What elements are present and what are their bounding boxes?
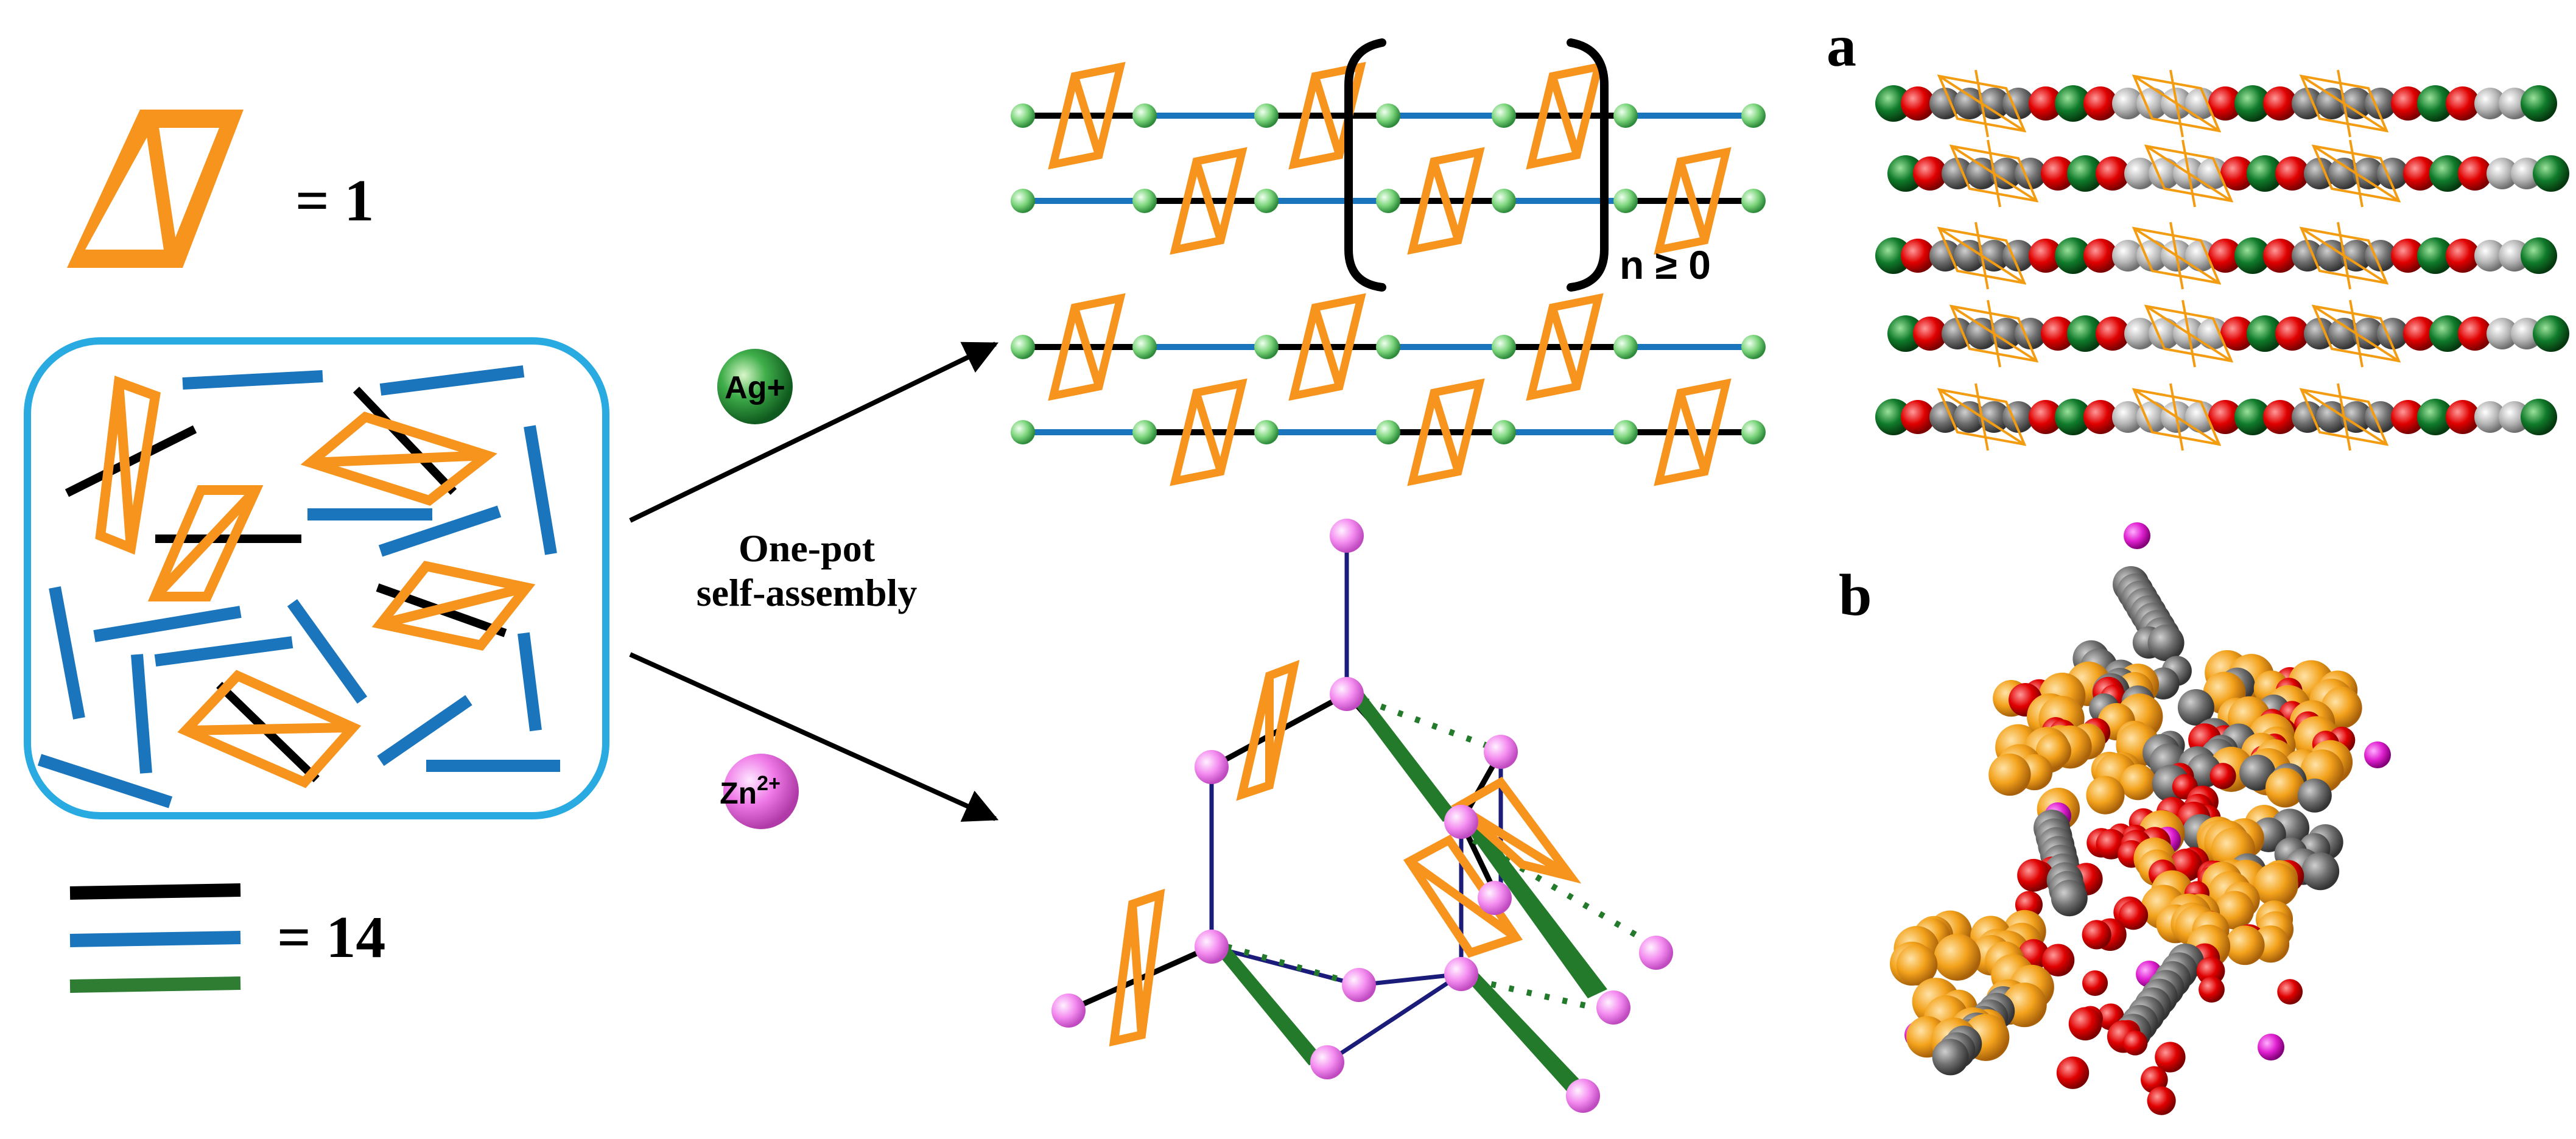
- ag-chain-ligand: [1048, 61, 1126, 170]
- packing-row: [1875, 222, 2557, 290]
- ag-node: [1741, 103, 1766, 128]
- framework-ligands: [1109, 659, 1582, 1047]
- silver-ion-label: Ag+: [725, 370, 785, 405]
- ag-node: [1376, 335, 1400, 359]
- packing-row: [1875, 383, 2557, 451]
- ag-chain-row: [1011, 147, 1766, 255]
- panel-b-framework-spacefill: [1890, 522, 2391, 1115]
- ag-chain-ligand: [1048, 293, 1126, 401]
- ag-node: [1254, 103, 1279, 128]
- panel-a-crystal-packing: [1875, 69, 2569, 451]
- ag-chain-ligand: [1654, 378, 1732, 486]
- silver-ion: Ag+: [717, 349, 793, 424]
- ag-chain-ligand: [1170, 147, 1248, 255]
- repeat-unit-label: n ≥ 0: [1620, 242, 1711, 287]
- arrow-to-ag-chain: [629, 342, 999, 523]
- framework-hbond-dashes: [1226, 697, 1658, 1014]
- framework-edges: [1209, 536, 1503, 1064]
- ag-chain-ligand: [1526, 293, 1604, 401]
- linker-14-legend: = 14: [69, 883, 385, 993]
- ag-node: [1376, 420, 1400, 444]
- reaction-arrows: Ag+ One-pot self-assembly Zn2+: [629, 342, 999, 829]
- packing-row: [1887, 139, 2569, 208]
- ag-node: [1613, 189, 1638, 213]
- mixture-ligands: [95, 376, 536, 788]
- ligand-1-label: = 1: [295, 168, 374, 234]
- ag-node: [1011, 420, 1035, 444]
- ligand-1-legend: = 1: [67, 110, 374, 268]
- ag-node: [1132, 189, 1157, 213]
- ag-chain-ligand: [1288, 293, 1366, 401]
- ag-node: [1132, 335, 1157, 359]
- zn-nodes: [1051, 519, 1673, 1113]
- ag-node: [1011, 189, 1035, 213]
- linker-blue-bar: [69, 931, 241, 947]
- left-bracket: [1344, 38, 1386, 292]
- ag-node: [1492, 103, 1516, 128]
- ag-node: [1376, 189, 1400, 213]
- ag-node: [1613, 103, 1638, 128]
- repeat-unit-brackets: [1344, 38, 1609, 292]
- ag-node: [1613, 420, 1638, 444]
- right-bracket: [1567, 38, 1609, 292]
- ag-node: [1492, 335, 1516, 359]
- ag-chain-ligand: [1407, 147, 1485, 255]
- zn-diamondoid-framework: [1051, 519, 1673, 1113]
- ag-chain-ligand: [1170, 378, 1248, 486]
- ligand-1-symbol: [67, 110, 244, 268]
- reaction-label-line2: self-assembly: [697, 571, 918, 614]
- ag-node: [1741, 335, 1766, 359]
- ag-chain-row: [1011, 293, 1766, 401]
- reaction-label-line1: One-pot: [739, 527, 876, 570]
- linker-green-bar: [69, 976, 241, 993]
- packing-row: [1875, 69, 2557, 138]
- ag-chain-row: [1011, 61, 1766, 170]
- ag-node: [1741, 189, 1766, 213]
- framework-green-wedges: [1212, 687, 1607, 1096]
- svg-text:Zn2+: Zn2+: [720, 772, 781, 810]
- ag-node: [1376, 103, 1400, 128]
- ag-node: [1613, 335, 1638, 359]
- ag-chain-ligand: [1407, 378, 1485, 486]
- mixture-linkers: [37, 365, 560, 808]
- ag-node: [1132, 103, 1157, 128]
- reaction-mixture-box: [24, 337, 609, 819]
- ag-node: [1492, 189, 1516, 213]
- ag-chain-ligand: [1654, 147, 1732, 255]
- zinc-ion-charge: 2+: [757, 772, 781, 795]
- packing-row: [1887, 300, 2569, 368]
- linker-black-bar: [69, 883, 241, 900]
- ag-chain-ligand: [1288, 61, 1366, 170]
- ag-chain-ligand: [1526, 61, 1604, 170]
- ag-node: [1011, 103, 1035, 128]
- ag-node: [1132, 420, 1157, 444]
- panel-b-label: b: [1839, 562, 1872, 628]
- ag-node: [1741, 420, 1766, 444]
- linker-14-label: = 14: [277, 905, 385, 970]
- ag-chain-row: [1011, 378, 1766, 486]
- arrow-to-zn-framework: [629, 652, 999, 822]
- ag-node: [1492, 420, 1516, 444]
- zinc-ion: Zn2+: [720, 754, 799, 829]
- zinc-ion-label: Zn: [720, 776, 757, 810]
- ag-node: [1254, 335, 1279, 359]
- ag-coordination-chains: [1011, 61, 1766, 486]
- panel-a-label: a: [1827, 13, 1856, 79]
- ag-node: [1011, 335, 1035, 359]
- ag-node: [1254, 420, 1279, 444]
- ag-node: [1254, 189, 1279, 213]
